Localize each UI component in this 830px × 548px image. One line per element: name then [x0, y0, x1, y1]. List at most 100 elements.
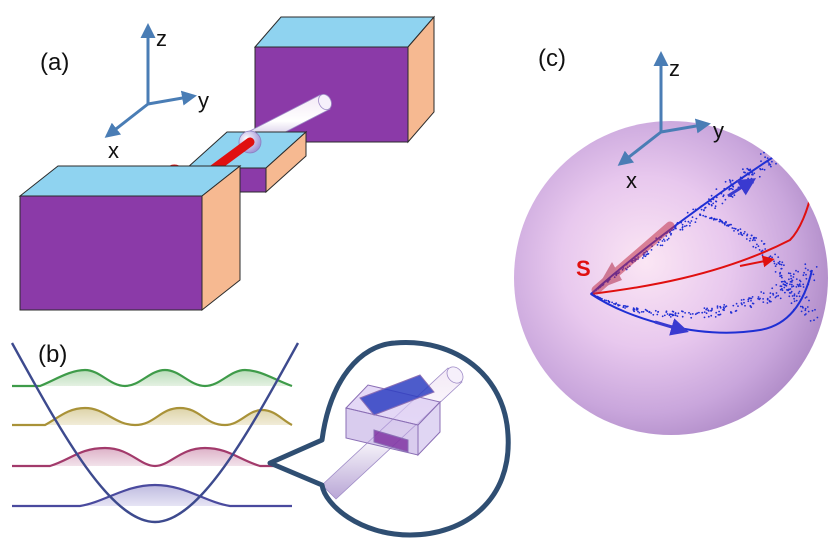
trajectory-sample-point [779, 148, 782, 150]
trajectory-sample-point [766, 157, 769, 160]
trajectory-sample-point [745, 238, 748, 240]
trajectory-sample-point [698, 311, 700, 314]
trajectory-sample-point [625, 305, 628, 308]
trajectory-sample-point [710, 314, 713, 317]
trajectory-sample-point [656, 313, 659, 316]
trajectory-sample-point [799, 285, 802, 287]
trajectory-sample-point [703, 307, 706, 309]
trajectory-sample-point [789, 288, 792, 290]
trajectory-sample-point [665, 235, 668, 237]
trajectory-sample-point [792, 273, 795, 276]
trajectory-sample-point [795, 269, 797, 272]
trajectory-sample-point [768, 164, 770, 166]
trajectory-sample-point [681, 315, 684, 318]
trajectory-sample-point [751, 172, 754, 174]
trajectory-sample-point [751, 173, 753, 176]
trajectory-sample-point [779, 271, 782, 274]
trajectory-sample-point [790, 141, 792, 144]
trajectory-sample-point [811, 309, 814, 312]
trajectory-sample-point [716, 218, 718, 221]
trajectory-sample-point [780, 141, 782, 143]
trajectory-sample-point [796, 131, 799, 134]
trajectory-sample-point [729, 181, 732, 184]
trajectory-sample-point [692, 208, 695, 211]
trajectory-sample-point [752, 236, 755, 239]
trajectory-sample-point [643, 255, 645, 257]
trajectory-sample-point [801, 130, 804, 133]
trajectory-sample-point [797, 285, 800, 288]
trajectory-sample-point [723, 307, 725, 310]
trajectory-sample-point [661, 315, 664, 318]
trajectory-sample-point [608, 301, 611, 303]
panel-b: (b) [10, 340, 511, 538]
trajectory-sample-point [762, 292, 765, 295]
trajectory-sample-point [769, 292, 772, 294]
trajectory-sample-point [782, 283, 785, 285]
trajectory-sample-point [689, 313, 692, 315]
trajectory-sample-point [614, 303, 617, 306]
x-label-c: x [626, 168, 637, 193]
trajectory-sample-point [798, 290, 801, 293]
trajectory-sample-point [778, 143, 780, 146]
trajectory-sample-point [687, 220, 690, 223]
trajectory-sample-point [719, 219, 722, 222]
trajectory-sample-point [748, 239, 751, 242]
trajectory-sample-point [790, 302, 793, 305]
trajectory-sample-point [781, 134, 784, 137]
y-axis-c [660, 118, 711, 134]
trajectory-sample-point [617, 303, 619, 306]
trajectory-sample-point [751, 296, 754, 298]
trajectory-sample-point [758, 249, 761, 251]
trajectory-sample-point [647, 252, 650, 255]
trajectory-sample-point [747, 177, 749, 180]
y-label-a: y [198, 88, 209, 113]
trajectory-sample-point [806, 129, 809, 132]
trajectory-sample-point [633, 308, 636, 311]
trajectory-sample-point [789, 292, 792, 294]
trajectory-sample-point [734, 227, 737, 230]
trajectory-sample-point [740, 233, 743, 236]
trajectory-sample-point [724, 198, 727, 201]
panel-c: (c) S z y x [514, 45, 828, 435]
trajectory-sample-point [788, 295, 791, 298]
trajectory-sample-point [785, 145, 788, 147]
trajectory-sample-point [709, 217, 711, 220]
trajectory-sample-point [785, 284, 788, 287]
trajectory-sample-point [763, 168, 766, 171]
trajectory-sample-point [690, 220, 693, 222]
trajectory-sample-point [622, 305, 625, 307]
trajectory-sample-point [613, 302, 615, 305]
trajectory-sample-point [690, 316, 693, 319]
trajectory-sample-point [781, 147, 784, 150]
trajectory-sample-point [797, 292, 800, 294]
trajectory-sample-point [789, 283, 791, 286]
trajectory-sample-point [781, 153, 784, 156]
trajectory-sample-point [661, 244, 664, 247]
trajectory-sample-point [689, 222, 691, 224]
trajectory-sample-point [716, 305, 719, 308]
trajectory-sample-point [764, 248, 767, 250]
trajectory-sample-point [760, 240, 763, 242]
trajectory-sample-point [728, 188, 731, 190]
trajectory-sample-point [743, 171, 745, 174]
trajectory-sample-point [714, 207, 716, 210]
trajectory-sample-point [748, 297, 750, 299]
trajectory-sample-point [758, 175, 761, 178]
trajectory-sample-point [752, 302, 755, 305]
inset-border [267, 340, 511, 538]
trajectory-sample-point [779, 288, 782, 291]
trajectory-sample-point [780, 139, 782, 142]
trajectory-blue-lower [590, 269, 813, 334]
trajectory-sample-point [789, 272, 792, 275]
trajectory-sample-point [657, 311, 659, 313]
trajectory-sample-point [785, 154, 787, 157]
trajectory-sample-point [759, 153, 762, 155]
trajectory-sample-point [755, 237, 758, 239]
trajectory-sample-point [751, 239, 754, 242]
trajectory-sample-point [761, 168, 764, 171]
trajectory-sample-point [790, 129, 792, 132]
trajectory-sample-point [644, 255, 647, 258]
trajectory-sample-point [777, 294, 780, 297]
trajectory-sample-point [740, 231, 742, 234]
trajectory-sample-point [766, 297, 769, 300]
